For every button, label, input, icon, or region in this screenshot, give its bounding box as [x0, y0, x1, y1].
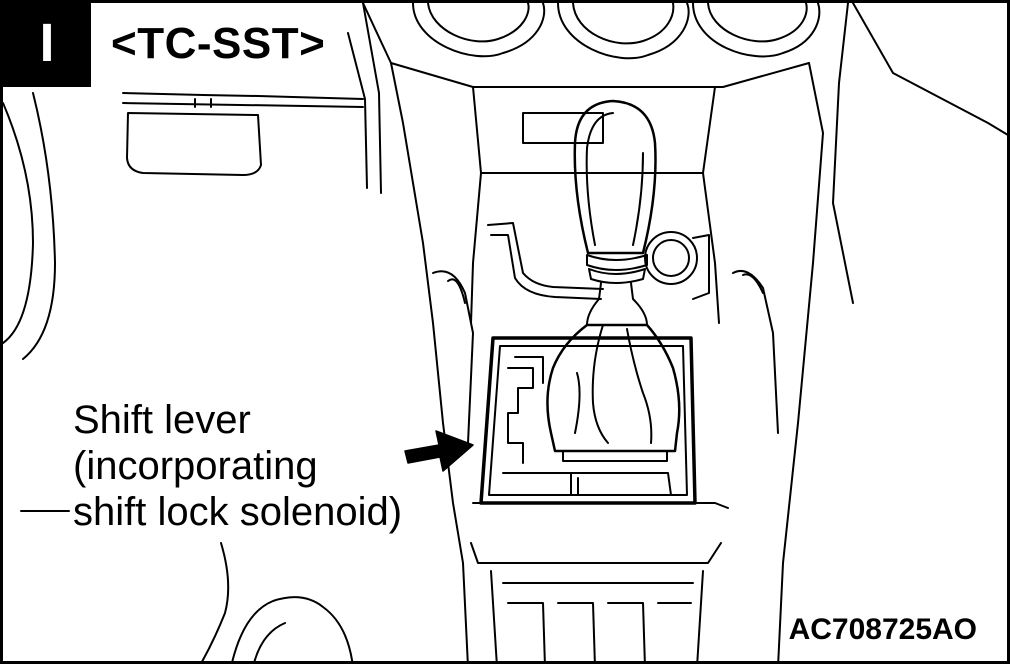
shift-lever-callout: Shift lever (incorporating shift lock so… [73, 397, 402, 535]
callout-line-1: Shift lever [73, 398, 251, 442]
callout-line-2: (incorporating [73, 444, 318, 488]
figure-code: AC708725AO [788, 613, 977, 646]
center-console [362, 3, 1007, 661]
pointer-arrow [404, 430, 474, 472]
shift-lever [546, 99, 681, 462]
transmission-variant-label: <TC-SST> [111, 19, 326, 68]
driver-seat [201, 542, 354, 661]
dashboard-vents [412, 3, 821, 60]
left-dashboard [3, 3, 382, 360]
callout-line-3: shift lock solenoid) [73, 490, 403, 534]
panel-index-badge: I [3, 3, 91, 87]
shift-gate-panel [479, 336, 697, 505]
console-illustration [3, 3, 1007, 661]
